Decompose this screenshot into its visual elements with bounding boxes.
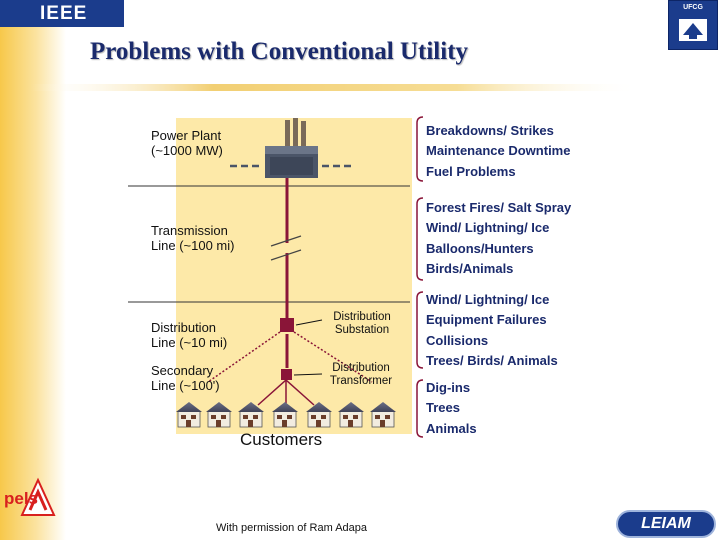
problem-item: Birds/Animals — [426, 260, 514, 276]
substation-icon — [280, 318, 294, 332]
substation-label: Distribution Substation — [322, 311, 402, 337]
house-icons — [176, 402, 396, 428]
transformer-label: Distribution Transformer — [320, 362, 402, 388]
credit-text: With permission of Ram Adapa — [216, 522, 368, 534]
problem-item: Trees/ Birds/ Animals — [426, 352, 558, 368]
problem-item: Trees — [426, 400, 460, 416]
transformer-icon — [281, 369, 292, 380]
level-transmission: Transmission Line (~100 mi) — [151, 223, 234, 253]
title-underline-bar — [30, 84, 640, 91]
problems-power-plant: Breakdowns/ Strikes Maintenance Downtime… — [426, 121, 570, 182]
problem-item: Maintenance Downtime — [426, 143, 571, 159]
level-label-line1: Power Plant — [151, 128, 222, 143]
substation-label-line2: Substation — [334, 324, 390, 336]
level-label-line2: Line (~10 mi) — [151, 335, 228, 350]
problem-item: Forest Fires/ Salt Spray — [426, 200, 572, 215]
left-gold-band — [0, 0, 66, 540]
pels-emblem-icon — [20, 477, 56, 516]
level-label-line2: Line (~100') — [151, 378, 220, 393]
problems-transmission: Forest Fires/ Salt Spray Wind/ Lightning… — [426, 198, 571, 279]
power-plant-icon — [230, 118, 352, 178]
problem-item: Breakdowns/ Strikes — [426, 123, 554, 138]
ieee-logo-text: IEEE — [40, 2, 88, 24]
ufcg-emblem-icon — [679, 19, 707, 41]
level-power-plant: Power Plant (~1000 MW) — [151, 128, 223, 158]
slide-title: Problems with Conventional Utility — [90, 38, 469, 65]
problem-brackets — [416, 116, 424, 438]
leiam-logo: LEIAM — [616, 510, 716, 538]
leiam-logo-text: LEIAM — [641, 515, 691, 532]
transformer-label-line1: Distribution — [332, 362, 390, 374]
problem-item: Balloons/Hunters — [426, 240, 534, 256]
problem-item: Wind/ Lightning/ Ice — [426, 292, 550, 307]
ufcg-logo-text: UFCG — [683, 4, 703, 11]
level-label-line1: Transmission — [151, 223, 228, 238]
problem-item: Wind/ Lightning/ Ice — [426, 220, 550, 236]
problem-item: Dig-ins — [426, 380, 471, 395]
level-label-line2: Line (~100 mi) — [151, 238, 235, 253]
pels-logo: pels — [4, 489, 39, 508]
problem-item: Equipment Failures — [426, 312, 547, 328]
problem-item: Fuel Problems — [426, 163, 516, 179]
level-secondary: Secondary Line (~100') — [151, 363, 220, 393]
ieee-logo: IEEE — [0, 0, 124, 27]
level-distribution: Distribution Line (~10 mi) — [151, 320, 227, 350]
problems-distribution: Wind/ Lightning/ Ice Equipment Failures … — [426, 290, 558, 371]
problems-secondary: Dig-ins Trees Animals — [426, 378, 477, 439]
level-label-line1: Secondary — [151, 363, 214, 378]
ufcg-logo: UFCG — [668, 0, 718, 50]
transformer-label-line2: Transformer — [329, 375, 393, 387]
level-label-line2: (~1000 MW) — [151, 143, 223, 158]
problem-item: Animals — [426, 420, 477, 436]
customers-label: Customers — [240, 430, 323, 449]
problem-item: Collisions — [426, 332, 489, 348]
level-label-line1: Distribution — [151, 320, 217, 335]
substation-label-line1: Distribution — [333, 311, 391, 323]
